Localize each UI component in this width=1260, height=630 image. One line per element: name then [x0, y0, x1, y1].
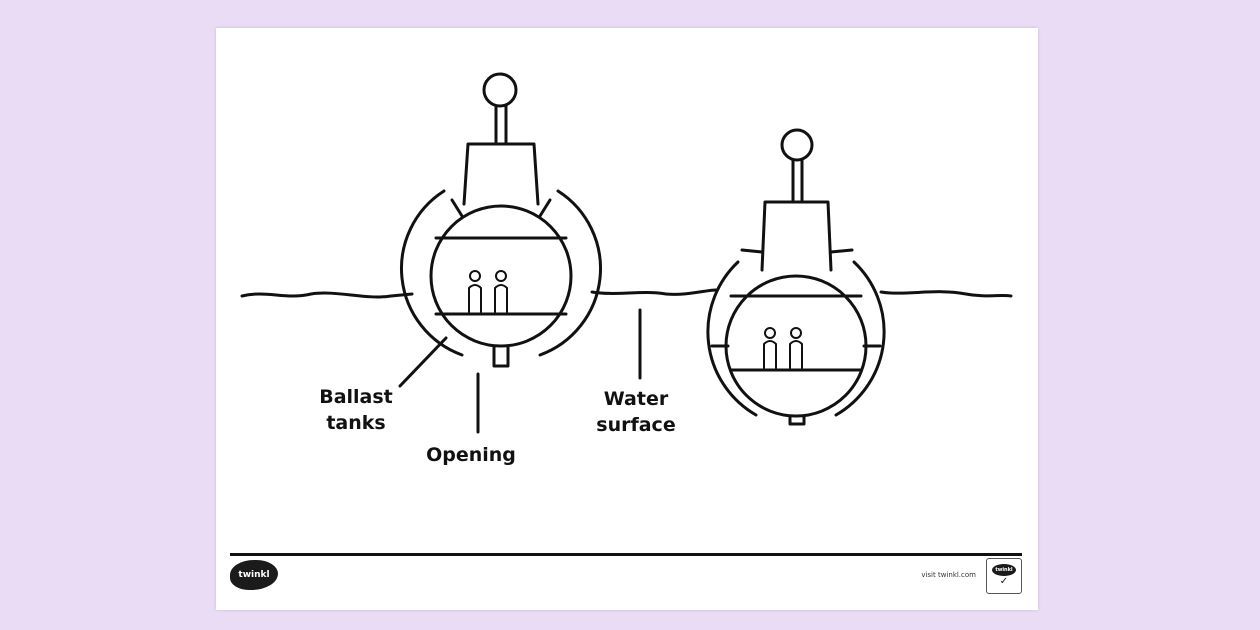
- ballast-tanks-label: Ballast tanks: [319, 386, 393, 434]
- ballast-tank-right-left: [706, 260, 758, 417]
- submarine-diagram: [240, 72, 1013, 434]
- opening-label: Opening: [426, 444, 516, 466]
- opening-nozzle-right: [788, 414, 806, 426]
- badge-logo: twinkl: [992, 564, 1016, 576]
- check-icon: ✓: [999, 576, 1009, 587]
- crew-right: [763, 327, 803, 369]
- opening-nozzle-left: [492, 344, 510, 368]
- quality-badge: twinkl ✓: [986, 558, 1022, 594]
- worksheet: Ballast tanks Opening Water surface twin…: [216, 28, 1038, 610]
- ballast-tank-right-side: [538, 189, 602, 357]
- periscope-mast-left: [494, 104, 508, 144]
- periscope-head-right: [780, 128, 814, 162]
- periscope-mast-right: [791, 158, 804, 202]
- footer-rule: [230, 553, 1022, 556]
- pressure-hull-left: [429, 204, 573, 348]
- crew-left: [468, 270, 508, 313]
- water-surface-label: Water surface: [596, 388, 676, 436]
- submarine-surfacing: [400, 72, 602, 368]
- water-surface-line: [240, 288, 1013, 299]
- tower-wings-right: [740, 248, 854, 254]
- submarine-diving: [706, 128, 886, 426]
- twinkl-logo: twinkl: [230, 560, 278, 590]
- periscope-head-left: [482, 72, 518, 108]
- logo-text: twinkl: [238, 570, 270, 580]
- tower-wings-left: [450, 198, 552, 218]
- ballast-tank-left-side: [400, 189, 464, 357]
- conning-tower-right: [760, 200, 833, 272]
- ballast-tank-right-right: [834, 260, 886, 417]
- conning-tower-left: [462, 142, 540, 206]
- ballast-leader-line: [398, 336, 448, 388]
- visit-link[interactable]: visit twinkl.com: [921, 571, 976, 579]
